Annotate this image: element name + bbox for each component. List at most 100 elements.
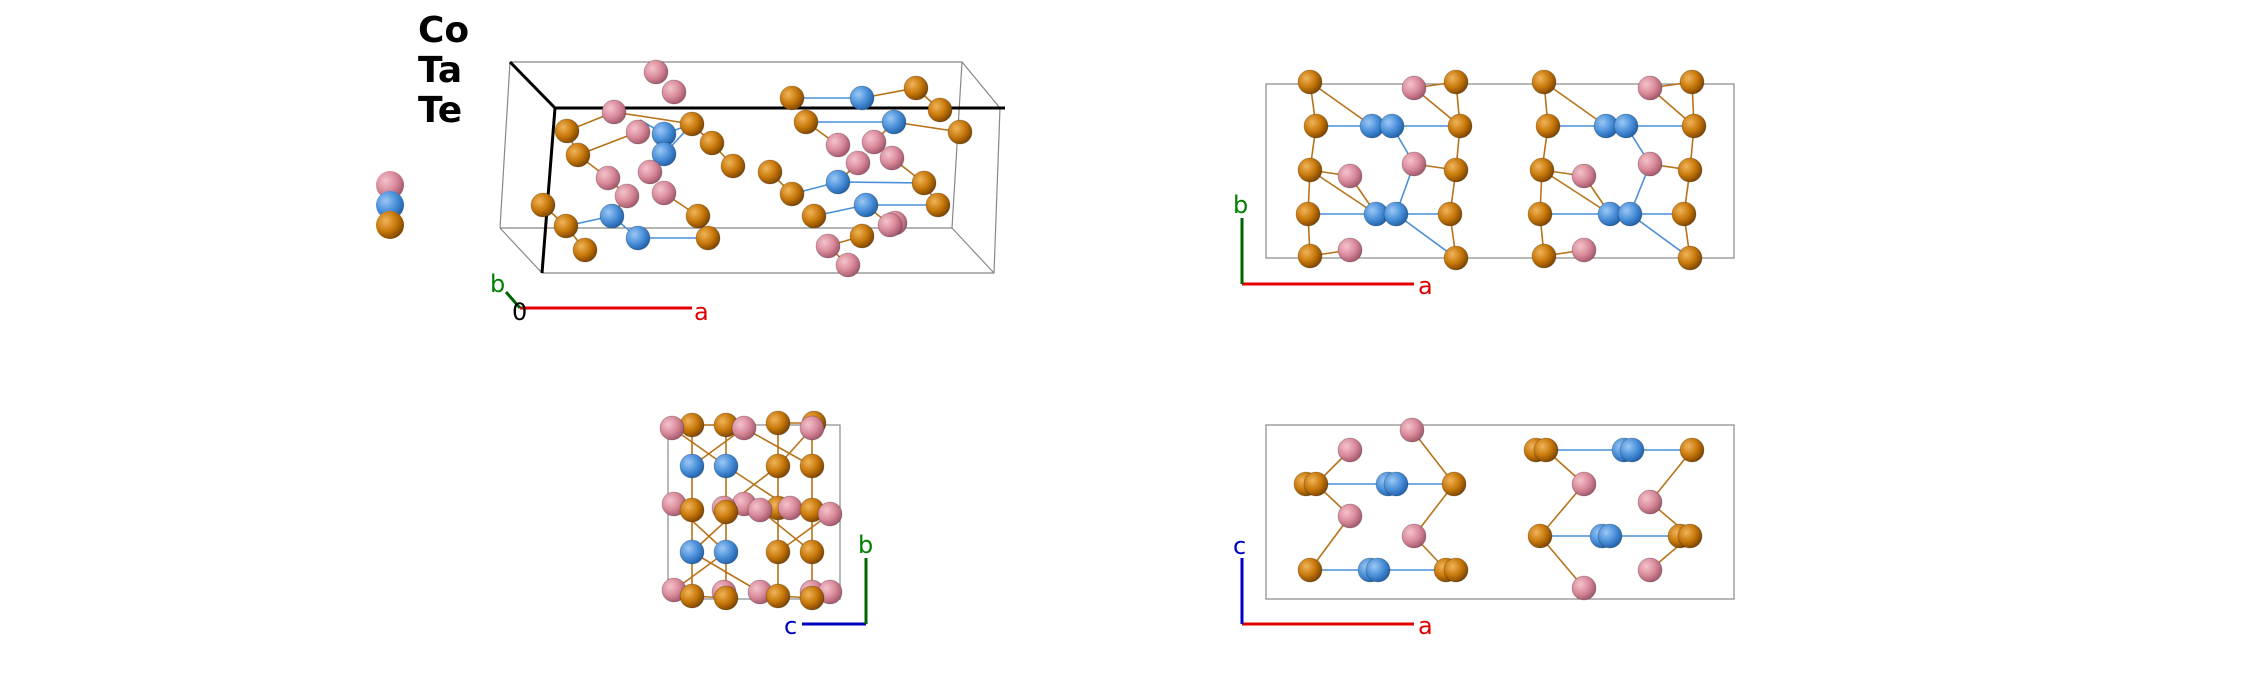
ta-atom [713,585,739,611]
ta-atom [565,142,591,168]
ta-atom [1443,557,1469,583]
ta-atom [1297,557,1323,583]
view-cb-projection: b c [659,410,873,640]
ta-legend-swatch [376,211,404,239]
te-atom [1571,237,1597,263]
ta-atom [1533,437,1559,463]
axis-label-c: c [1233,532,1246,560]
te-atom [879,145,905,171]
te-atom [777,495,803,521]
te-atom [835,252,861,278]
legend-label-te: Te [418,90,462,131]
te-atom [1571,163,1597,189]
unit-cell-box [1265,424,1735,600]
ta-atom [1531,69,1557,95]
ta-atom [572,237,598,263]
te-atom [651,180,677,206]
bond [1541,169,1611,215]
ta-atom [779,181,805,207]
te-atom [1401,151,1427,177]
co-atom [625,225,651,251]
ta-atom [1531,243,1557,269]
ta-atom [679,497,705,523]
te-legend-swatch [376,171,404,199]
te-atom [1637,557,1663,583]
bond [1543,81,1607,127]
axis-triad: c a [1233,532,1433,640]
te-atom [595,165,621,191]
ta-atom [1303,471,1329,497]
axis-label-b: b [490,270,505,298]
ta-atom [1443,157,1469,183]
bond [1309,169,1377,215]
co-atom [679,453,705,479]
legend-label-ta: Ta [418,50,462,91]
ta-atom [1443,69,1469,95]
view-ac-projection: c a [1233,417,1735,640]
axis-label-origin: 0 [512,298,527,326]
bond [743,427,813,467]
te-atom [1401,523,1427,549]
bond [1629,213,1691,259]
ta-atom [799,453,825,479]
ta-atom [1679,437,1705,463]
co-atom [1365,557,1391,583]
co-atom [881,109,907,135]
ta-atom [1527,201,1553,227]
ta-atom [1443,245,1469,271]
atoms [1295,69,1707,271]
view-ab-projection: b a [1233,69,1735,300]
ta-atom [849,223,875,249]
ta-atom [1677,523,1703,549]
ta-atom [679,111,705,137]
te-atom [747,497,773,523]
ta-atom [720,153,746,179]
co-atom [853,192,879,218]
ta-atom [695,225,721,251]
co-atom [651,141,677,167]
ta-atom [1681,113,1707,139]
ta-atom [799,585,825,611]
ta-atom [765,539,791,565]
bonds [1307,81,1695,259]
ta-atom [699,130,725,156]
co-atom [1617,201,1643,227]
axis-label-b: b [858,531,873,559]
atoms [1293,417,1705,601]
ta-atom [1529,157,1555,183]
ta-atom [799,539,825,565]
co-atom [1597,523,1623,549]
ta-atom [685,203,711,229]
ta-atom [757,159,783,185]
te-atom [731,415,757,441]
ta-atom [1437,201,1463,227]
ta-atom [1679,69,1705,95]
te-atom [1337,237,1363,263]
ta-atom [1671,201,1697,227]
ta-atom [1297,243,1323,269]
ta-atom [1535,113,1561,139]
te-atom [1637,151,1663,177]
co-atom [1619,437,1645,463]
co-atom [1379,113,1405,139]
te-atom [799,415,825,441]
ta-atom [765,410,791,436]
ta-atom [765,453,791,479]
te-atom [1401,75,1427,101]
te-atom [637,159,663,185]
ta-atom [1447,113,1473,139]
axis-label-a: a [694,298,709,326]
te-atom [625,119,651,145]
te-atom [1637,75,1663,101]
te-atom [1337,437,1363,463]
ta-atom [1295,201,1321,227]
axis-label-a: a [1418,272,1433,300]
unit-cell-box [1265,83,1735,259]
te-atom [659,415,685,441]
co-atom [599,203,625,229]
co-legend-swatch [376,191,404,219]
te-atom [661,79,687,105]
co-atom [825,169,851,195]
ta-atom [713,499,739,525]
co-atom [1613,113,1639,139]
